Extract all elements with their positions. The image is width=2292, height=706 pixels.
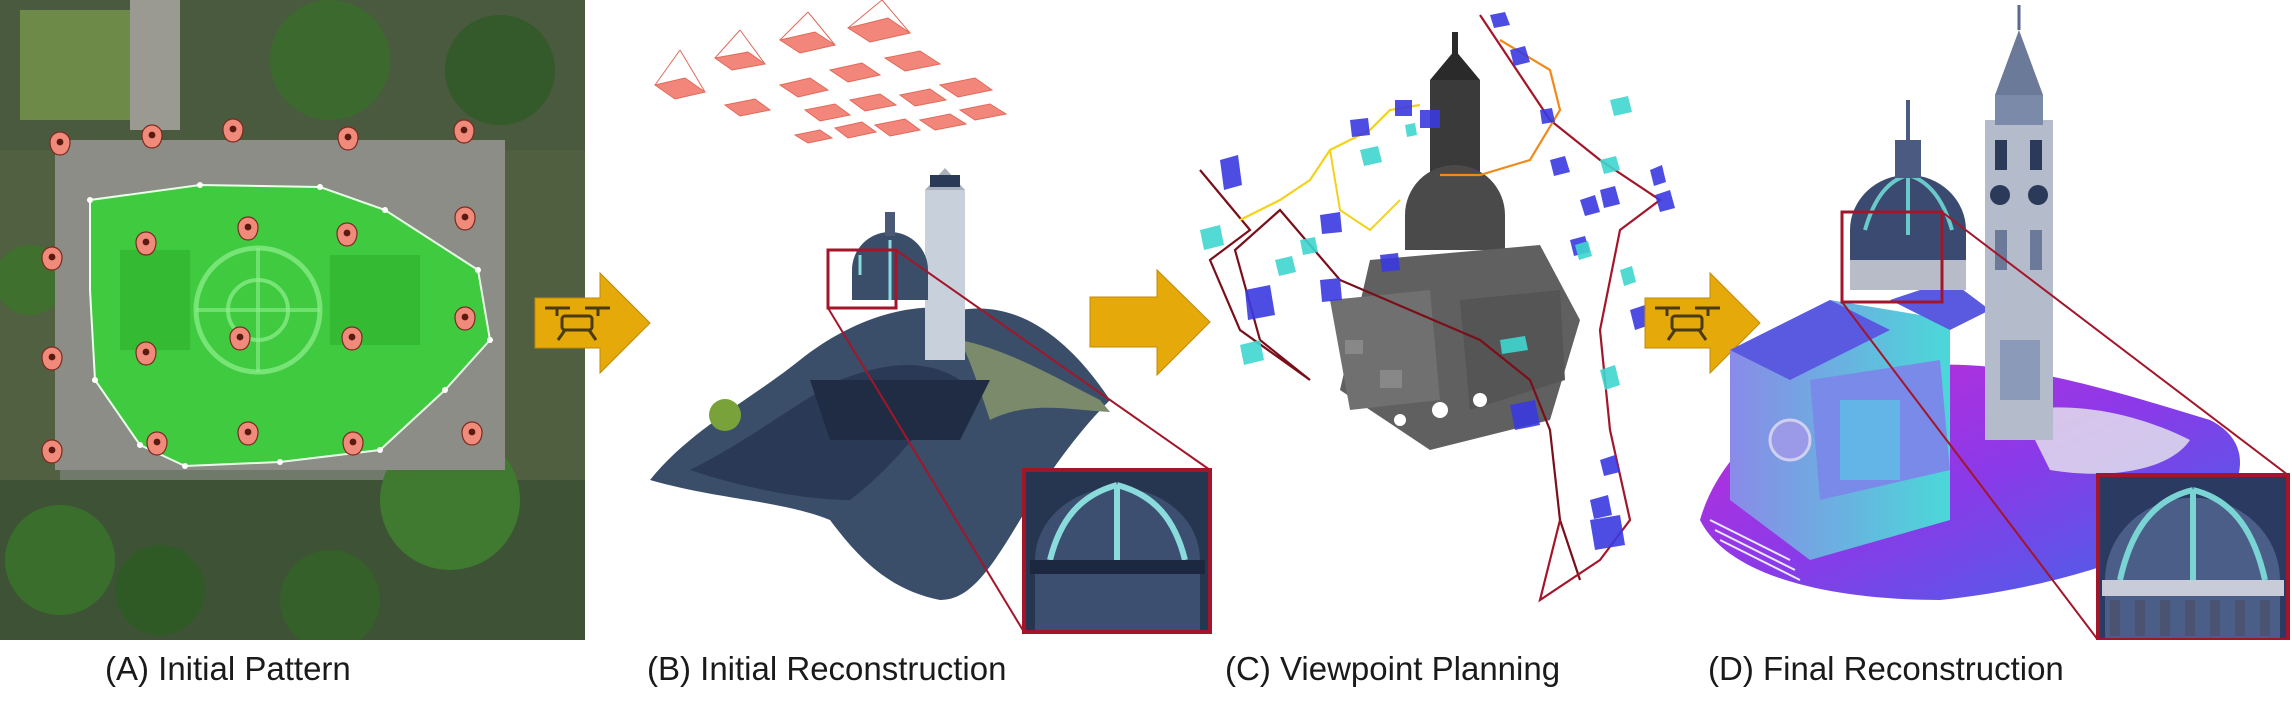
zoom-region-box [1840,210,1944,304]
flight-path-dark [1199,169,1582,581]
point-cloud [1330,32,1580,450]
flight-path-yellow [1239,103,1421,221]
caption-viewpoint-planning: (C) Viewpoint Planning [1225,650,1561,687]
zoom-region-box [826,248,898,310]
caption-initial-pattern: (A) Initial Pattern [105,650,351,687]
zoom-inset [2096,473,2290,640]
flight-path-orange [1440,39,1562,177]
camera-viewpoints [1200,12,1675,550]
panel-initial-reconstruction [630,0,1220,640]
flow-arrow-1 [530,268,655,378]
camera-frustums [653,0,1008,144]
drone-icon [1655,306,1720,341]
caption-initial-reconstruction: (B) Initial Reconstruction [647,650,1007,687]
zoom-inset [1022,468,1212,634]
satellite-map [0,0,585,640]
panel-final-reconstruction [1690,0,2292,640]
final-reconstruction-render [1700,5,2290,640]
initial-reconstruction-render [650,0,1212,634]
drone-icon [545,306,610,341]
caption-final-reconstruction: (D) Final Reconstruction [1708,650,2064,687]
viewpoint-planning-render [1199,12,1675,603]
panel-viewpoint-planning [1180,0,1700,640]
flow-arrow-3 [1640,268,1765,378]
flow-arrow-2 [1085,265,1215,380]
panel-initial-pattern [0,0,585,640]
